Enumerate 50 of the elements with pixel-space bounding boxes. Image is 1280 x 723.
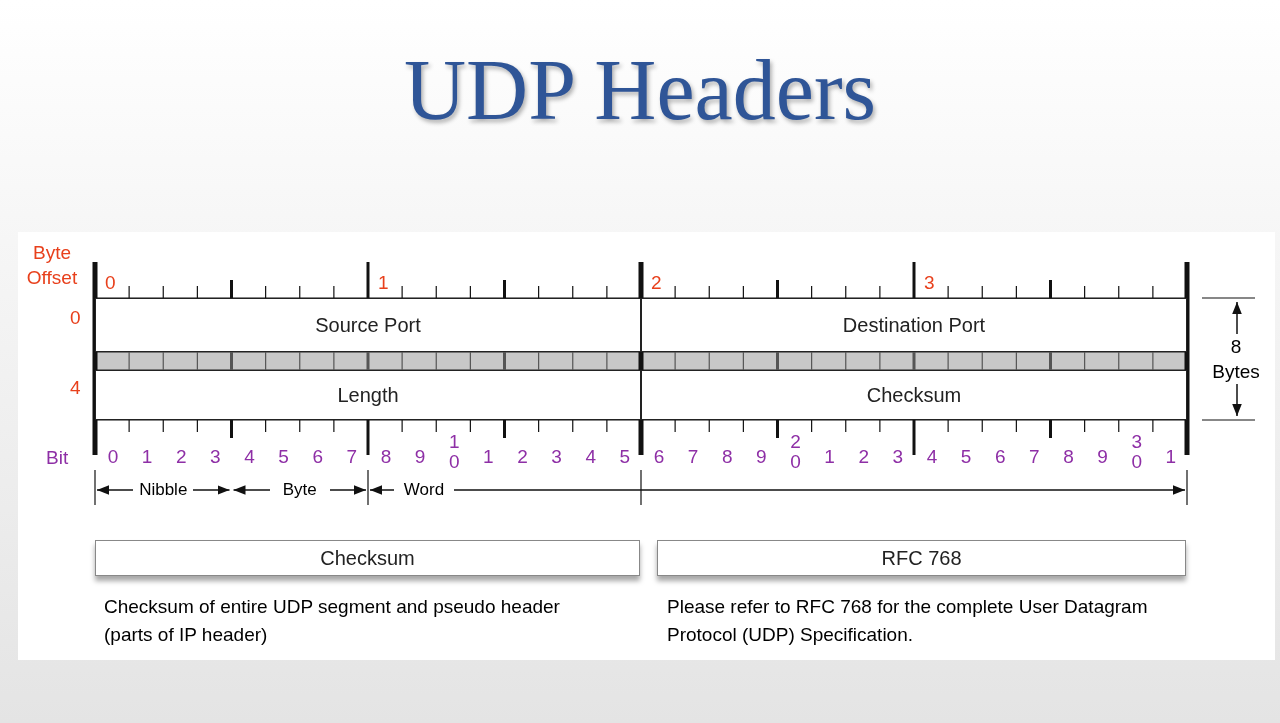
bit-number: 7	[345, 447, 359, 467]
bit-number: 8	[379, 447, 393, 467]
bit-number: 3	[550, 447, 563, 467]
bit-number: 9	[1096, 447, 1109, 467]
byte-number: 3	[924, 272, 935, 294]
bit-number: 2	[857, 447, 871, 467]
bit-number: 1	[823, 447, 836, 467]
bit-number: 1	[140, 447, 154, 467]
description-text: Checksum of entire UDP segment and pseudo header (parts of IP header)	[104, 595, 561, 647]
bit-number: 30	[1130, 432, 1144, 472]
bit-number: 6	[652, 447, 666, 467]
note-heading-box: RFC 768	[657, 540, 1186, 576]
bit-number: 3	[209, 447, 222, 467]
bit-number: 2	[516, 447, 529, 467]
byte-number: 1	[378, 272, 389, 294]
bit-number: 0	[106, 447, 120, 467]
bit-number: 5	[277, 447, 290, 467]
description-text: Please refer to RFC 768 for the complete User Datagram Protocol (UDP) Specification.	[667, 595, 1149, 647]
field-box: Destination Port	[641, 298, 1187, 352]
field-box: Checksum	[641, 370, 1187, 420]
title: UDP Headers	[402, 41, 878, 140]
field-box: Source Port	[95, 298, 641, 352]
offset-number: 0	[70, 307, 81, 329]
bit-number: 9	[413, 447, 427, 467]
bit-number: 10	[447, 432, 461, 472]
bit-number: 20	[789, 432, 802, 472]
bit-number: 1	[482, 447, 495, 467]
bit-number: 5	[618, 447, 632, 467]
bit-number: 7	[1028, 447, 1041, 467]
bit-number: 9	[755, 447, 768, 467]
note-heading-box: Checksum	[95, 540, 640, 576]
byte-number: 0	[105, 272, 116, 294]
dimension-label: Byte	[269, 480, 330, 500]
bit-number: 5	[959, 447, 973, 467]
offset-number: 4	[70, 377, 81, 399]
axis-title: Bit	[46, 447, 69, 469]
bit-number: 3	[891, 447, 905, 467]
bit-number: 4	[243, 447, 256, 467]
bit-number: 7	[686, 447, 700, 467]
bit-number: 8	[720, 447, 734, 467]
bit-number: 8	[1062, 447, 1075, 467]
field-box: Length	[95, 370, 641, 420]
axis-title: Byte Offset	[25, 241, 79, 290]
bit-number: 4	[584, 447, 598, 467]
bit-number: 4	[925, 447, 939, 467]
bit-number: 6	[993, 447, 1007, 467]
bit-number: 6	[311, 447, 325, 467]
bit-number: 2	[174, 447, 188, 467]
byte-number: 2	[651, 272, 662, 294]
bit-number: 1	[1164, 447, 1178, 467]
